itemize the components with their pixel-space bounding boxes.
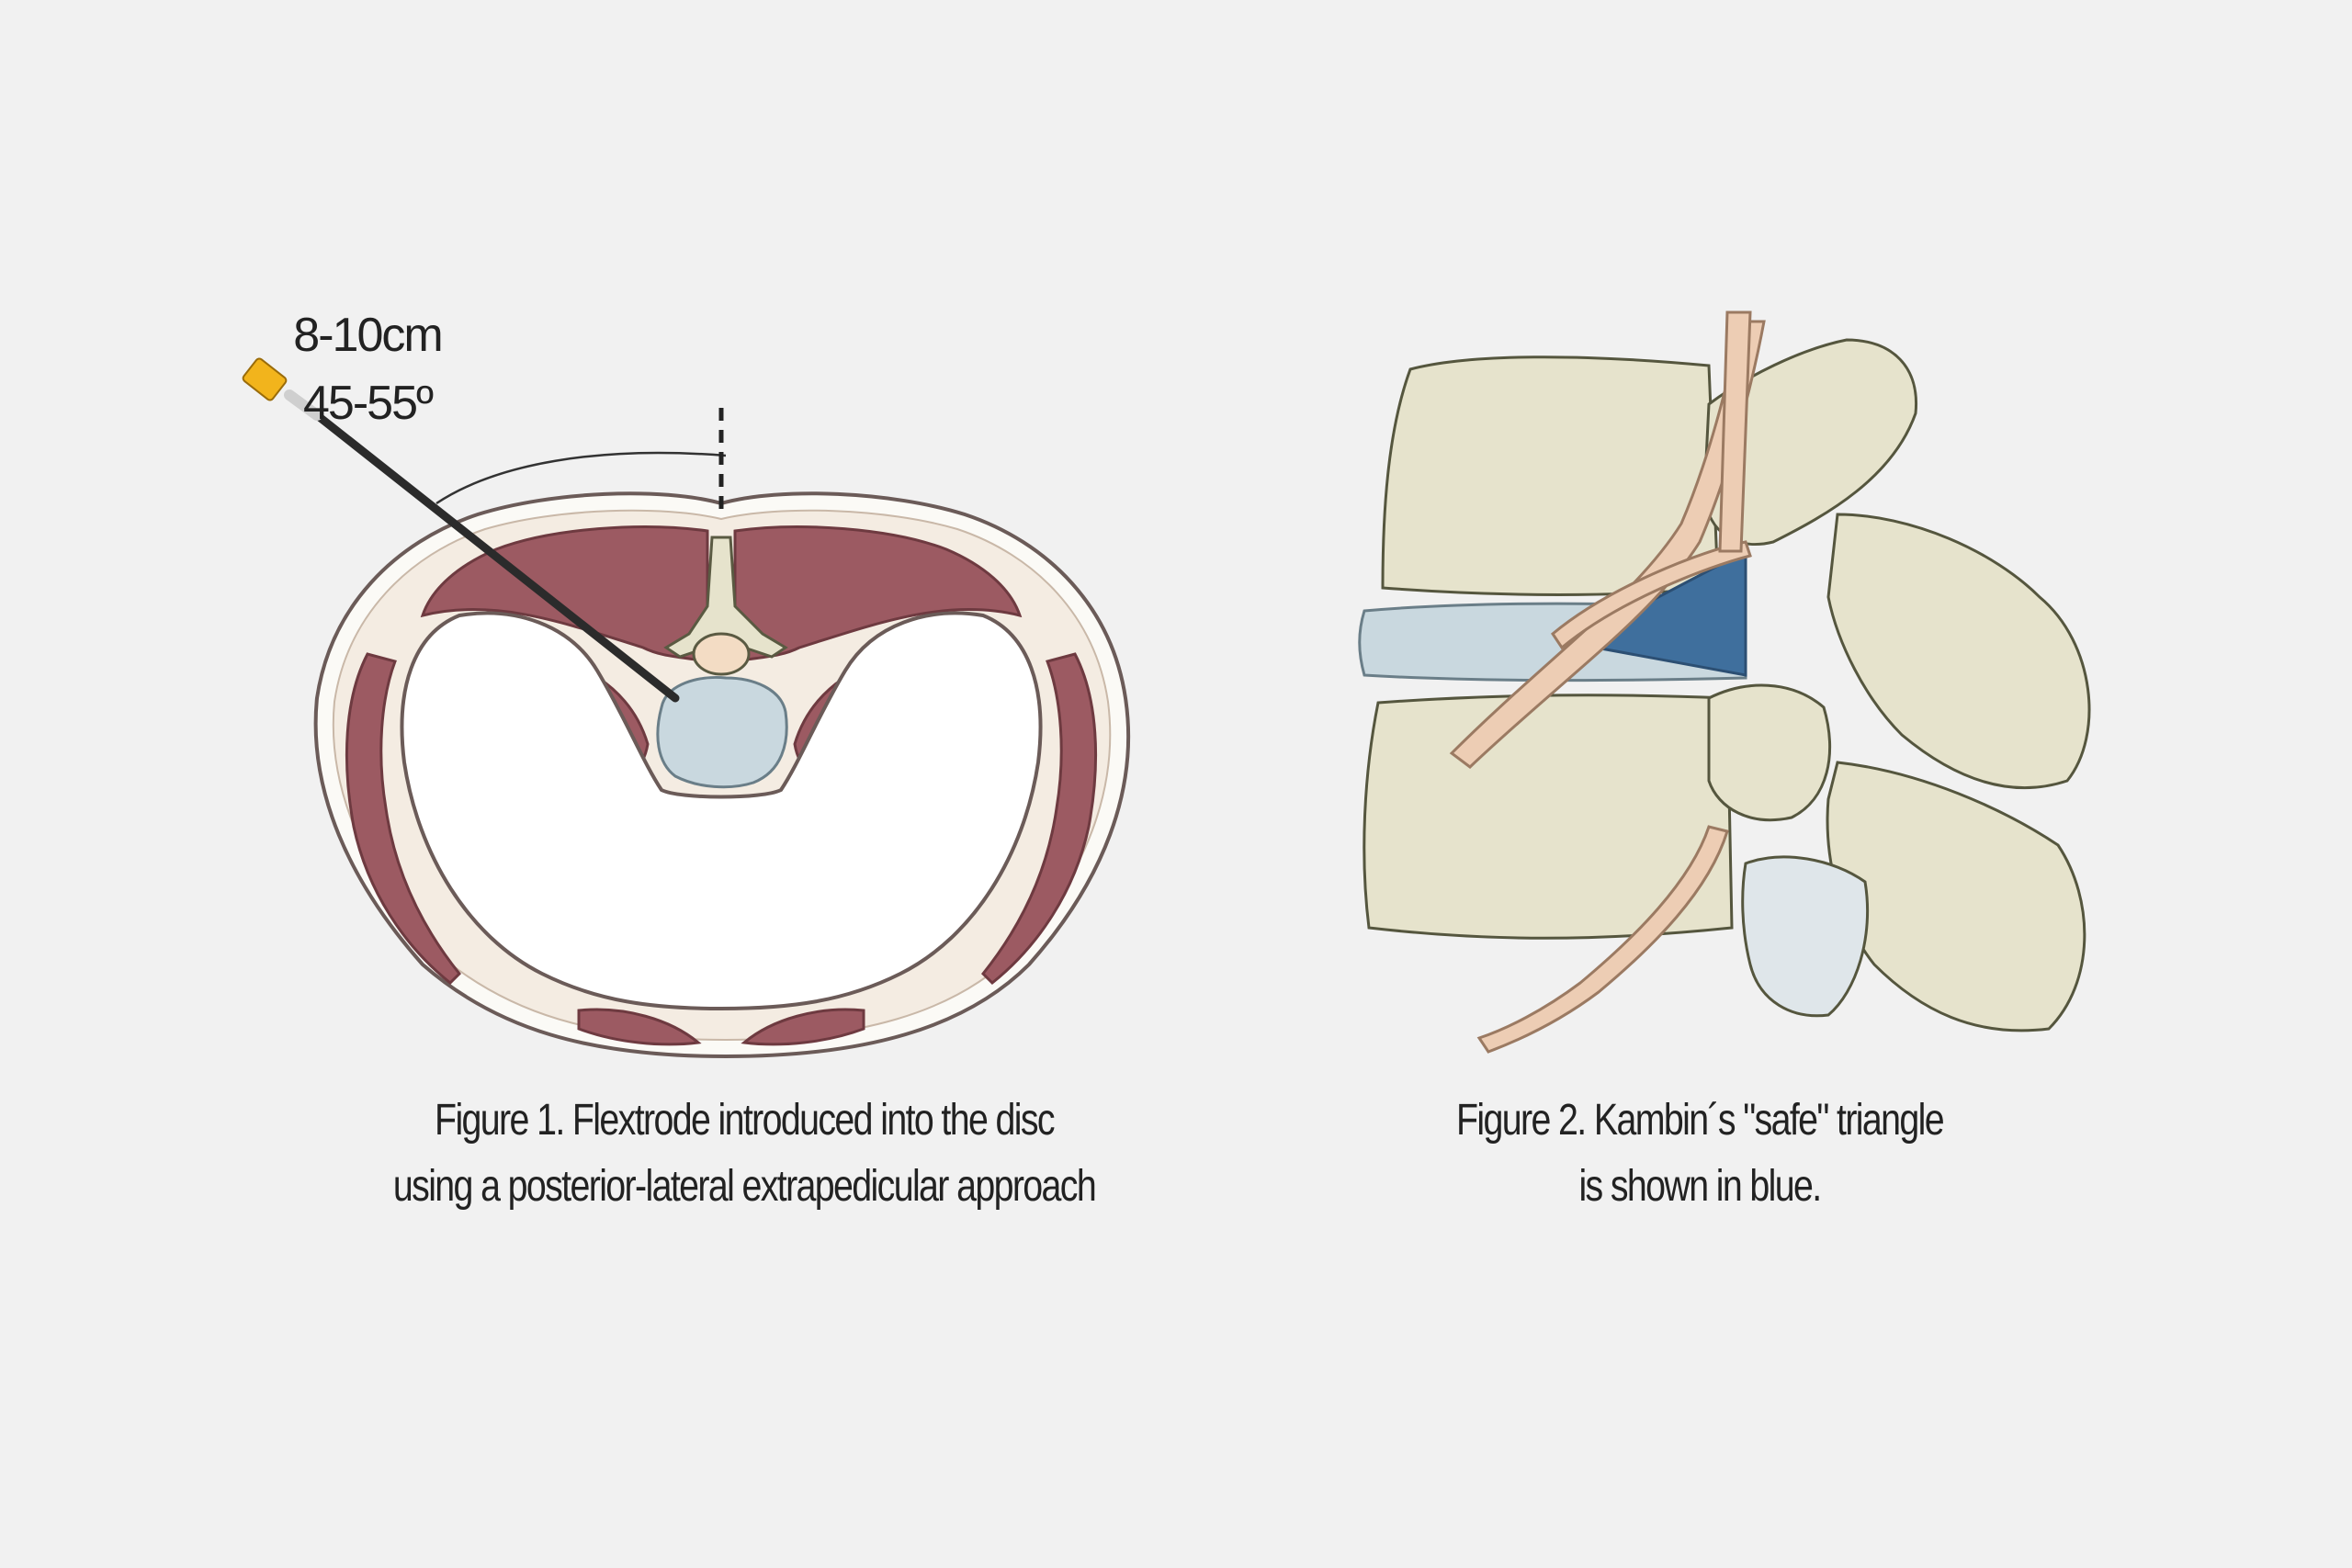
rectus-muscle-right [741, 1008, 865, 1046]
figure-2-caption-line1: Figure 2. Kambin´s "safe" triangle [1455, 1096, 1945, 1145]
figure-1-caption-line2: using a posterior-lateral extrapedicular… [392, 1162, 1097, 1211]
figure-1-caption: Figure 1. Flextrode introduced into the … [254, 1088, 1234, 1220]
abdominal-wall-right [980, 652, 1098, 986]
angle-measurement-label: 45-55º [303, 377, 434, 430]
abdominal-cavity [400, 611, 1043, 1011]
traversing-nerve-root [1551, 540, 1752, 650]
figure-2-caption: Figure 2. Kambin´s "safe" triangle is sh… [1323, 1088, 2076, 1220]
articular-facet [1741, 855, 1870, 1018]
paraspinal-muscle-left [420, 525, 709, 663]
figure-2-illustration [1358, 310, 2091, 1054]
rectus-muscle-left [577, 1008, 702, 1046]
upper-vertebral-body [1381, 355, 1720, 596]
figure-1-illustration [242, 357, 1131, 1059]
pedicle [1707, 683, 1832, 822]
figure-2-caption-line2: is shown in blue. [1578, 1162, 1822, 1211]
flextrode-needle-icon [242, 357, 680, 703]
dura-sac [1718, 310, 1752, 553]
upper-transverse-process [1826, 513, 2091, 790]
paraspinal-muscle-right [733, 525, 1023, 663]
approach-angle-arc [435, 451, 727, 505]
distance-measurement-label: 8-10cm [293, 309, 443, 362]
kambin-safe-triangle [1566, 548, 1747, 677]
figure-1-caption-line1: Figure 1. Flextrode introduced into the … [435, 1096, 1056, 1145]
spinal-canal [692, 632, 751, 676]
intervertebral-disc [656, 675, 788, 789]
exiting-nerve-root-lower [1476, 825, 1729, 1054]
abdominal-wall-left [345, 652, 462, 986]
